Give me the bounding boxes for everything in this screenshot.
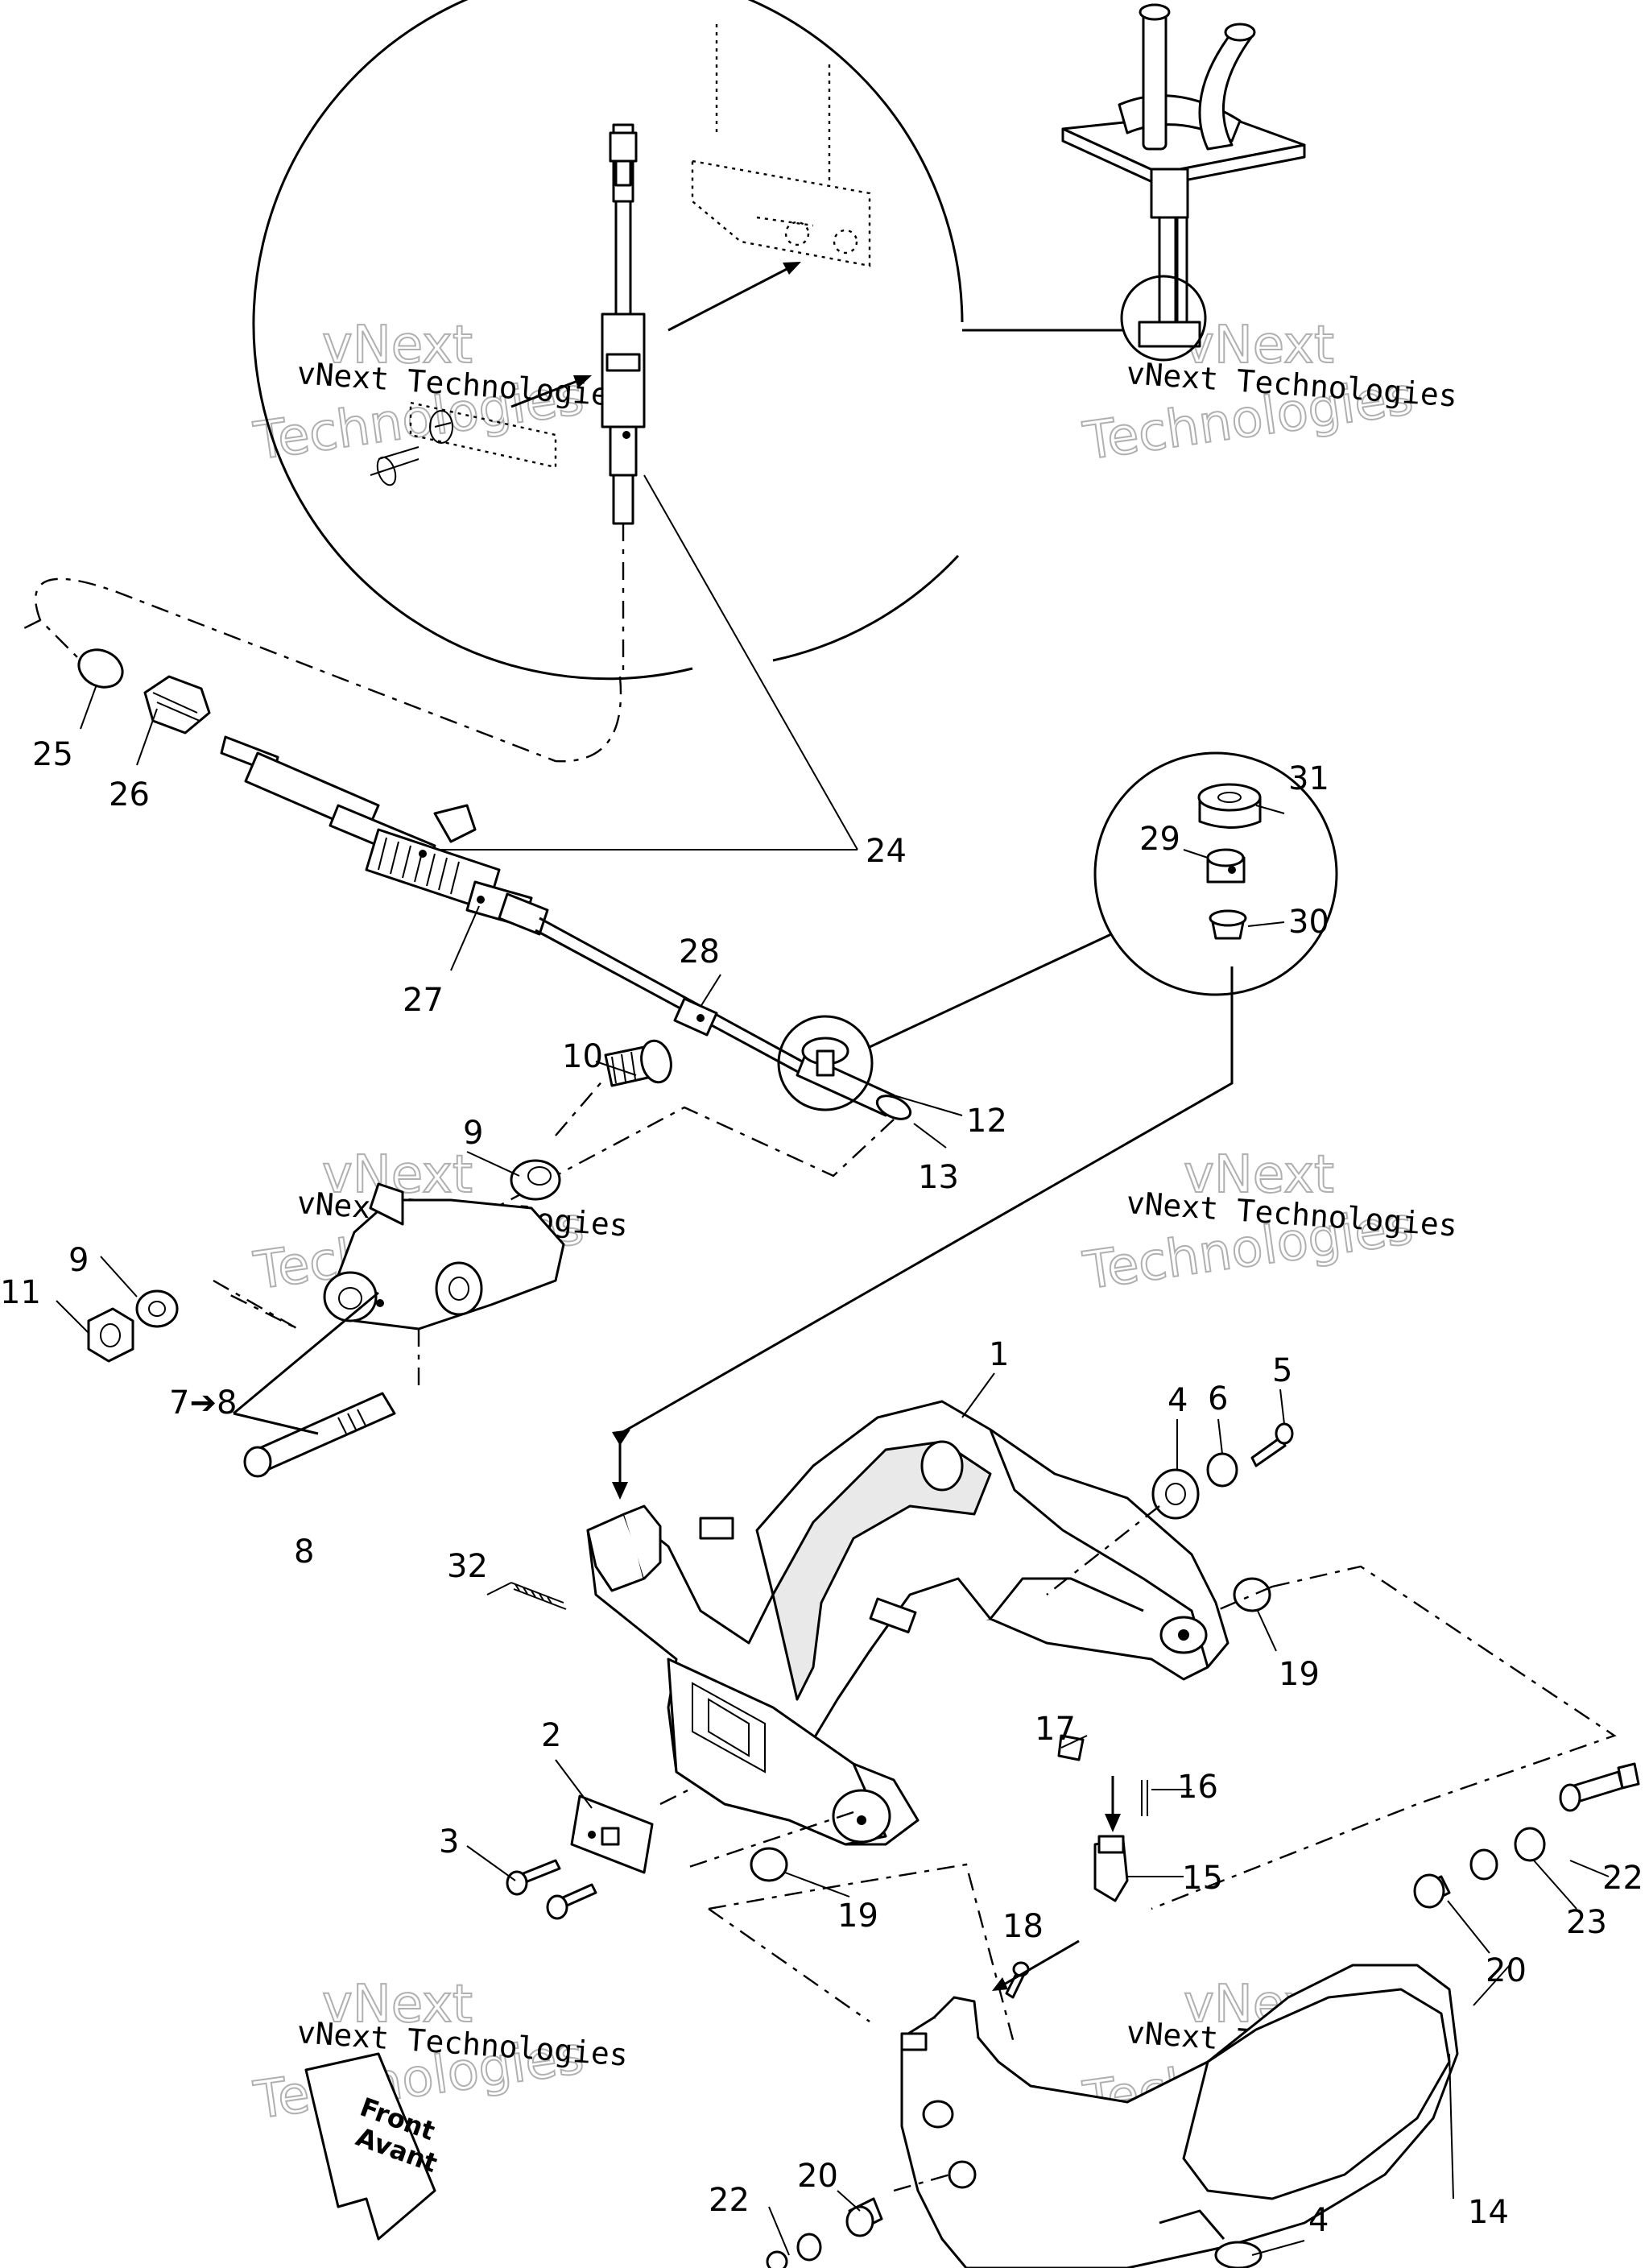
part-11-nut (87, 1307, 134, 1363)
detail-circle-ball-socket (612, 751, 1338, 1500)
callout-19b: 19 (837, 1898, 878, 1935)
parts-15-16-17 (1057, 1734, 1148, 1902)
part-28-sleeve (673, 997, 718, 1037)
part-18-screw (992, 1939, 1080, 1999)
watermark-big-top: vNext (322, 1975, 473, 2034)
callout-23: 23 (1566, 1904, 1607, 1941)
callout-16: 16 (1177, 1769, 1218, 1806)
callout-5: 5 (1272, 1352, 1292, 1389)
front-direction-sign: Front Avant (304, 2052, 441, 2241)
callout-14: 14 (1468, 2194, 1509, 2231)
part-14-housing (900, 1964, 1459, 2268)
callout-32: 32 (447, 1548, 488, 1585)
leader-lines (56, 474, 1610, 2256)
watermark-mid-right: vNext Technologies vNext Technologies (1079, 1144, 1458, 1302)
shift-cable (23, 577, 912, 1302)
watermark-big-top: vNext (322, 316, 473, 375)
shifter-assembly (1061, 3, 1306, 362)
part-26-nut (143, 675, 211, 735)
callout-4b: 4 (1308, 2202, 1329, 2239)
callout-9a: 9 (463, 1115, 483, 1152)
callout-22b: 22 (709, 2182, 750, 2219)
callout-24: 24 (866, 833, 907, 870)
callout-4a: 4 (1168, 1382, 1188, 1419)
part-19-bushing (750, 1847, 788, 1882)
watermark-big-top: vNext (1184, 316, 1334, 375)
part-1-bracket (586, 1400, 1230, 1846)
callout-20b: 20 (797, 2158, 838, 2195)
callout-19a: 19 (1279, 1656, 1320, 1693)
watermark-bottom-left: vNext Technologies vNext Technologies (250, 1974, 629, 2132)
callout-8: 8 (294, 1533, 314, 1571)
callout-26: 26 (109, 776, 150, 813)
callout-28: 28 (679, 933, 720, 971)
callout-3: 3 (439, 1823, 459, 1860)
callout-25: 25 (32, 736, 73, 773)
callout-15: 15 (1182, 1860, 1223, 1897)
callout-13: 13 (918, 1159, 959, 1196)
fasteners-right (1413, 1762, 1640, 1909)
fasteners-bottom-left (766, 2173, 951, 2268)
callout-numbers: 1 2 3 4 4 5 6 7➔8 8 9 9 10 11 12 13 14 1… (0, 736, 1643, 2239)
callout-9b: 9 (68, 1242, 89, 1279)
detail-circle-cable-end (252, 0, 1123, 681)
callout-10: 10 (562, 1038, 603, 1075)
callout-31: 31 (1288, 760, 1329, 797)
watermark-top-right: vNext Technologies vNext Technologies (1079, 315, 1458, 473)
callout-17: 17 (1035, 1711, 1076, 1748)
callout-18: 18 (1002, 1908, 1044, 1945)
watermark-big-top: vNext (1184, 1145, 1334, 1205)
part-2-plate (506, 1786, 693, 1920)
callout-7: 7➔8 (169, 1384, 237, 1422)
watermark-top-left: vNext Technologies vNext Technologies (250, 315, 629, 473)
callout-27: 27 (403, 982, 444, 1019)
parts-4-5-6 (1046, 1422, 1294, 1595)
callout-2: 2 (541, 1717, 561, 1754)
callout-1: 1 (989, 1336, 1009, 1373)
lever-assembly (87, 1039, 672, 1478)
part-32-bolt (510, 1582, 567, 1610)
callout-12: 12 (966, 1103, 1007, 1140)
callout-30: 30 (1288, 904, 1329, 941)
frame-lines-right (684, 1565, 1617, 2047)
callout-6: 6 (1208, 1380, 1228, 1418)
callout-11: 11 (0, 1274, 41, 1311)
callout-22a: 22 (1602, 1860, 1643, 1897)
callout-20a: 20 (1486, 1952, 1527, 1989)
part-25-clip (77, 648, 124, 689)
callout-29: 29 (1139, 821, 1180, 858)
